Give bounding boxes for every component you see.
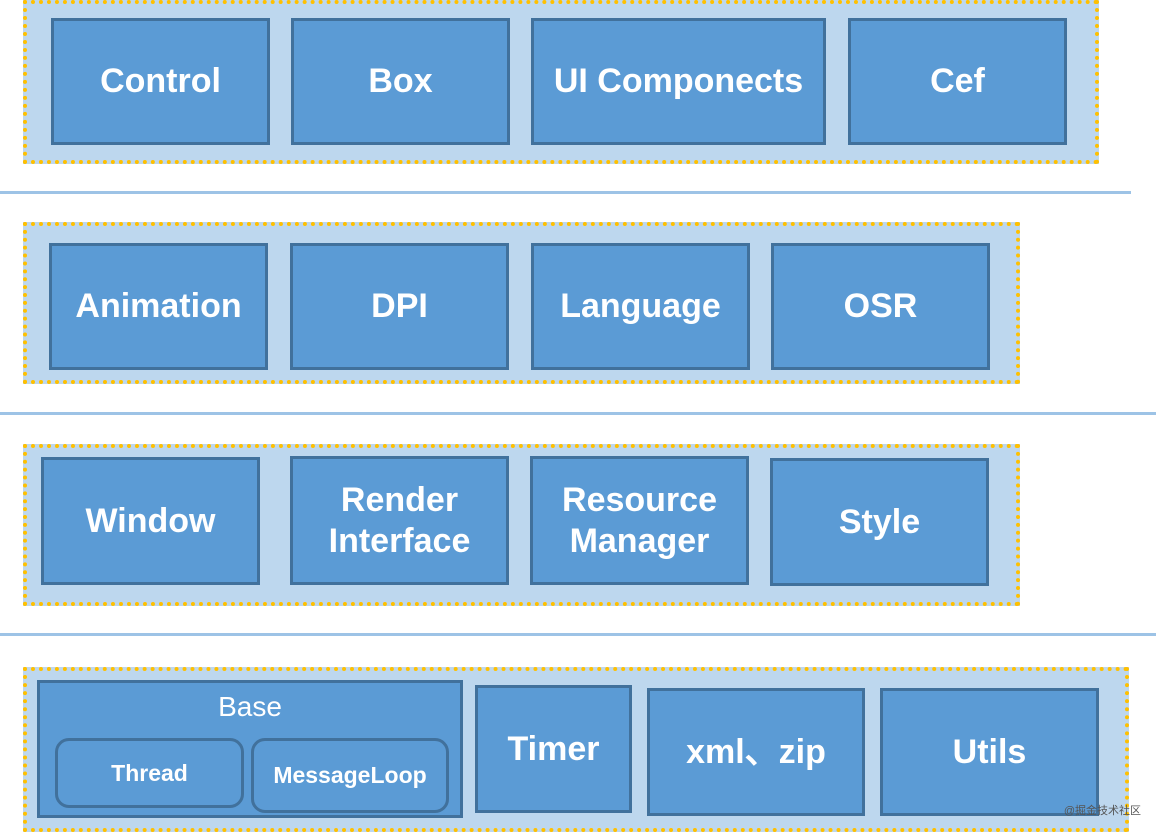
watermark-text: @掘金技术社区 — [1063, 805, 1141, 817]
box-ui-components: UI Componects — [531, 18, 826, 145]
box-control: Control — [51, 18, 270, 145]
box-style: Style — [770, 458, 989, 586]
base-title: Base — [218, 691, 282, 722]
box-base: Base Thread MessageLoop — [37, 680, 463, 818]
box-box: Box — [291, 18, 510, 145]
box-animation: Animation — [49, 243, 268, 370]
box-window: Window — [41, 457, 260, 585]
box-xml-zip: xml、zip — [647, 688, 865, 816]
separator-2 — [0, 412, 1156, 415]
separator-1 — [0, 191, 1131, 194]
box-resource-manager: Resource Manager — [530, 456, 749, 585]
box-timer: Timer — [475, 685, 632, 813]
separator-3 — [0, 633, 1156, 636]
box-render-interface: Render Interface — [290, 456, 509, 585]
box-dpi: DPI — [290, 243, 509, 370]
box-utils: Utils — [880, 688, 1099, 816]
box-messageloop: MessageLoop — [251, 738, 449, 813]
box-osr: OSR — [771, 243, 990, 370]
box-language: Language — [531, 243, 750, 370]
box-cef: Cef — [848, 18, 1067, 145]
box-thread: Thread — [55, 738, 244, 808]
